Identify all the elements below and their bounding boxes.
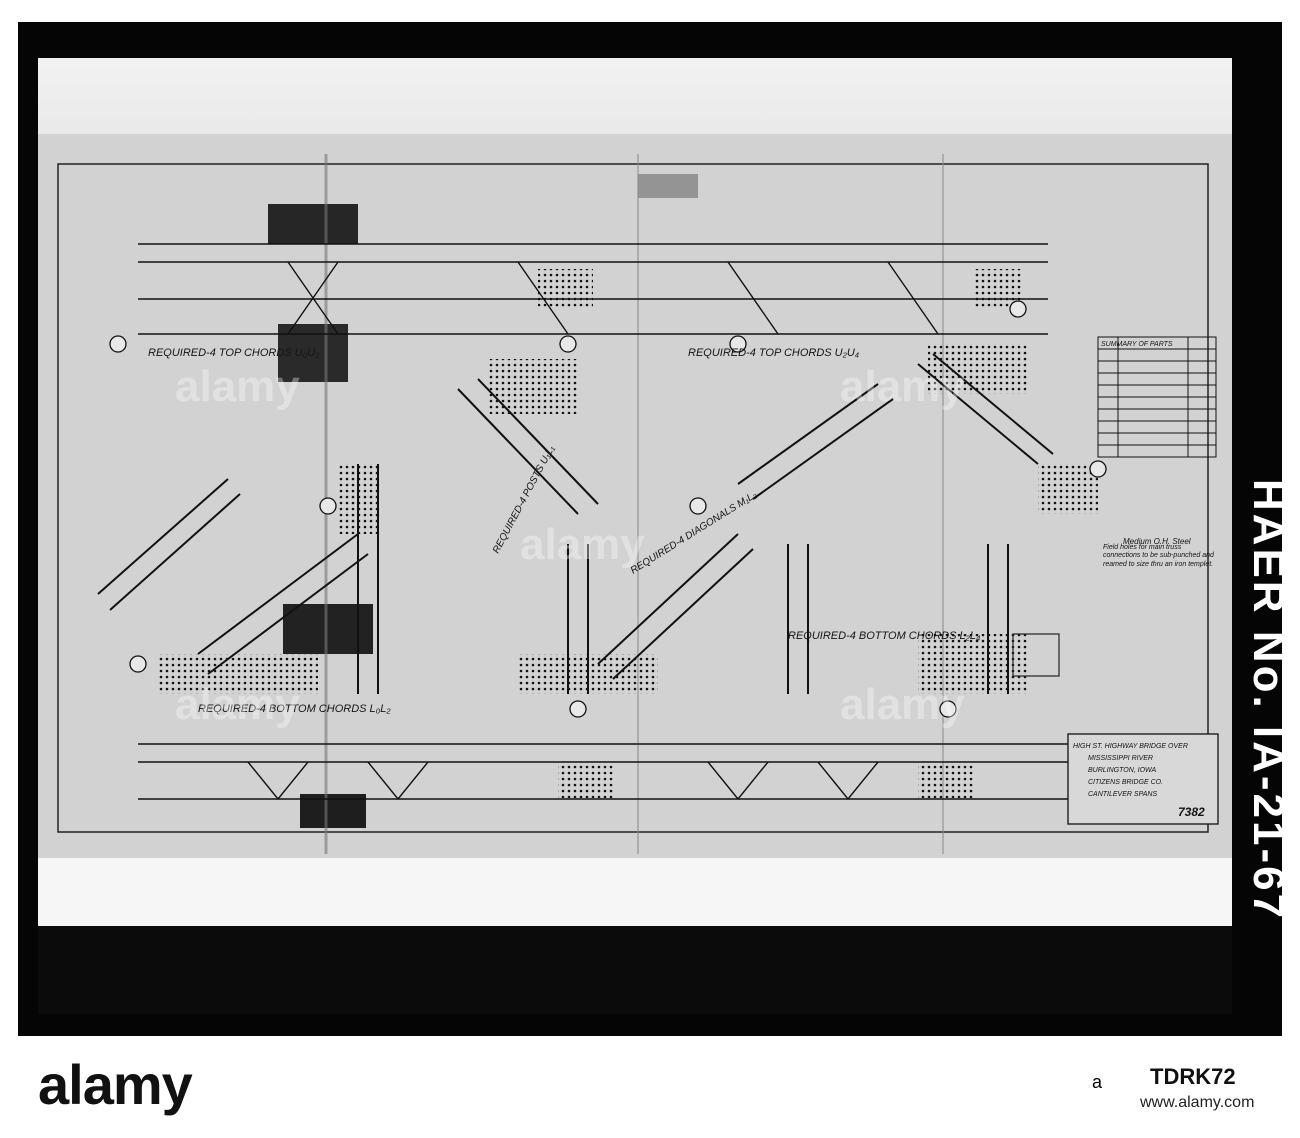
title-block-line5: CANTILEVER SPANS — [1088, 791, 1157, 798]
stock-logo: alamy — [38, 1053, 193, 1116]
watermark-4: alamy — [175, 680, 300, 729]
watermark-3: alamy — [840, 362, 965, 411]
stock-url: www.alamy.com — [1140, 1094, 1255, 1111]
bottom-mount-strip — [38, 858, 1232, 926]
title-block-line2: MISSISSIPPI RIVER — [1088, 755, 1153, 762]
note-field-holes: Field holes for main truss connections t… — [1103, 544, 1214, 568]
title-top-chords-left: REQUIRED-4 TOP CHORDS U₀U₂ — [148, 347, 320, 359]
watermark-2: alamy — [520, 520, 645, 569]
sheet-number: 7382 — [1178, 805, 1205, 819]
title-block-line3: BURLINGTON, IOWA — [1088, 767, 1157, 774]
title-bottom-chords-right: REQUIRED-4 BOTTOM CHORDS L₂L₄ — [788, 630, 980, 642]
summary-header: SUMMARY OF PARTS — [1101, 341, 1173, 348]
title-bottom-chords-left: REQUIRED-4 BOTTOM CHORDS L₀L₂ — [198, 703, 391, 715]
film-edge-band — [38, 926, 1232, 1014]
title-block-line4: CITIZENS BRIDGE CO. — [1088, 779, 1163, 786]
stock-credit-mark: a — [1092, 1072, 1103, 1092]
title-top-chords-right: REQUIRED-4 TOP CHORDS U₂U₄ — [688, 347, 859, 359]
watermark-1: alamy — [175, 362, 300, 411]
watermark-5: alamy — [840, 680, 965, 729]
drawing-linework: REQUIRED-4 TOP CHORDS U₀U₂ REQUIRED-4 TO… — [38, 134, 1232, 858]
note-steel: Medium O.H. Steel — [1123, 537, 1191, 546]
stock-image-id: TDRK72 — [1150, 1064, 1236, 1089]
blueprint-sheet: REQUIRED-4 TOP CHORDS U₀U₂ REQUIRED-4 TO… — [38, 134, 1232, 858]
haer-number: HAER No. IA-21-67 — [1244, 478, 1293, 922]
haer-label-strip: HAER No. IA-21-67 — [1236, 440, 1300, 960]
title-block-line1: HIGH ST. HIGHWAY BRIDGE OVER — [1073, 743, 1188, 750]
top-mount-strip — [38, 58, 1232, 134]
